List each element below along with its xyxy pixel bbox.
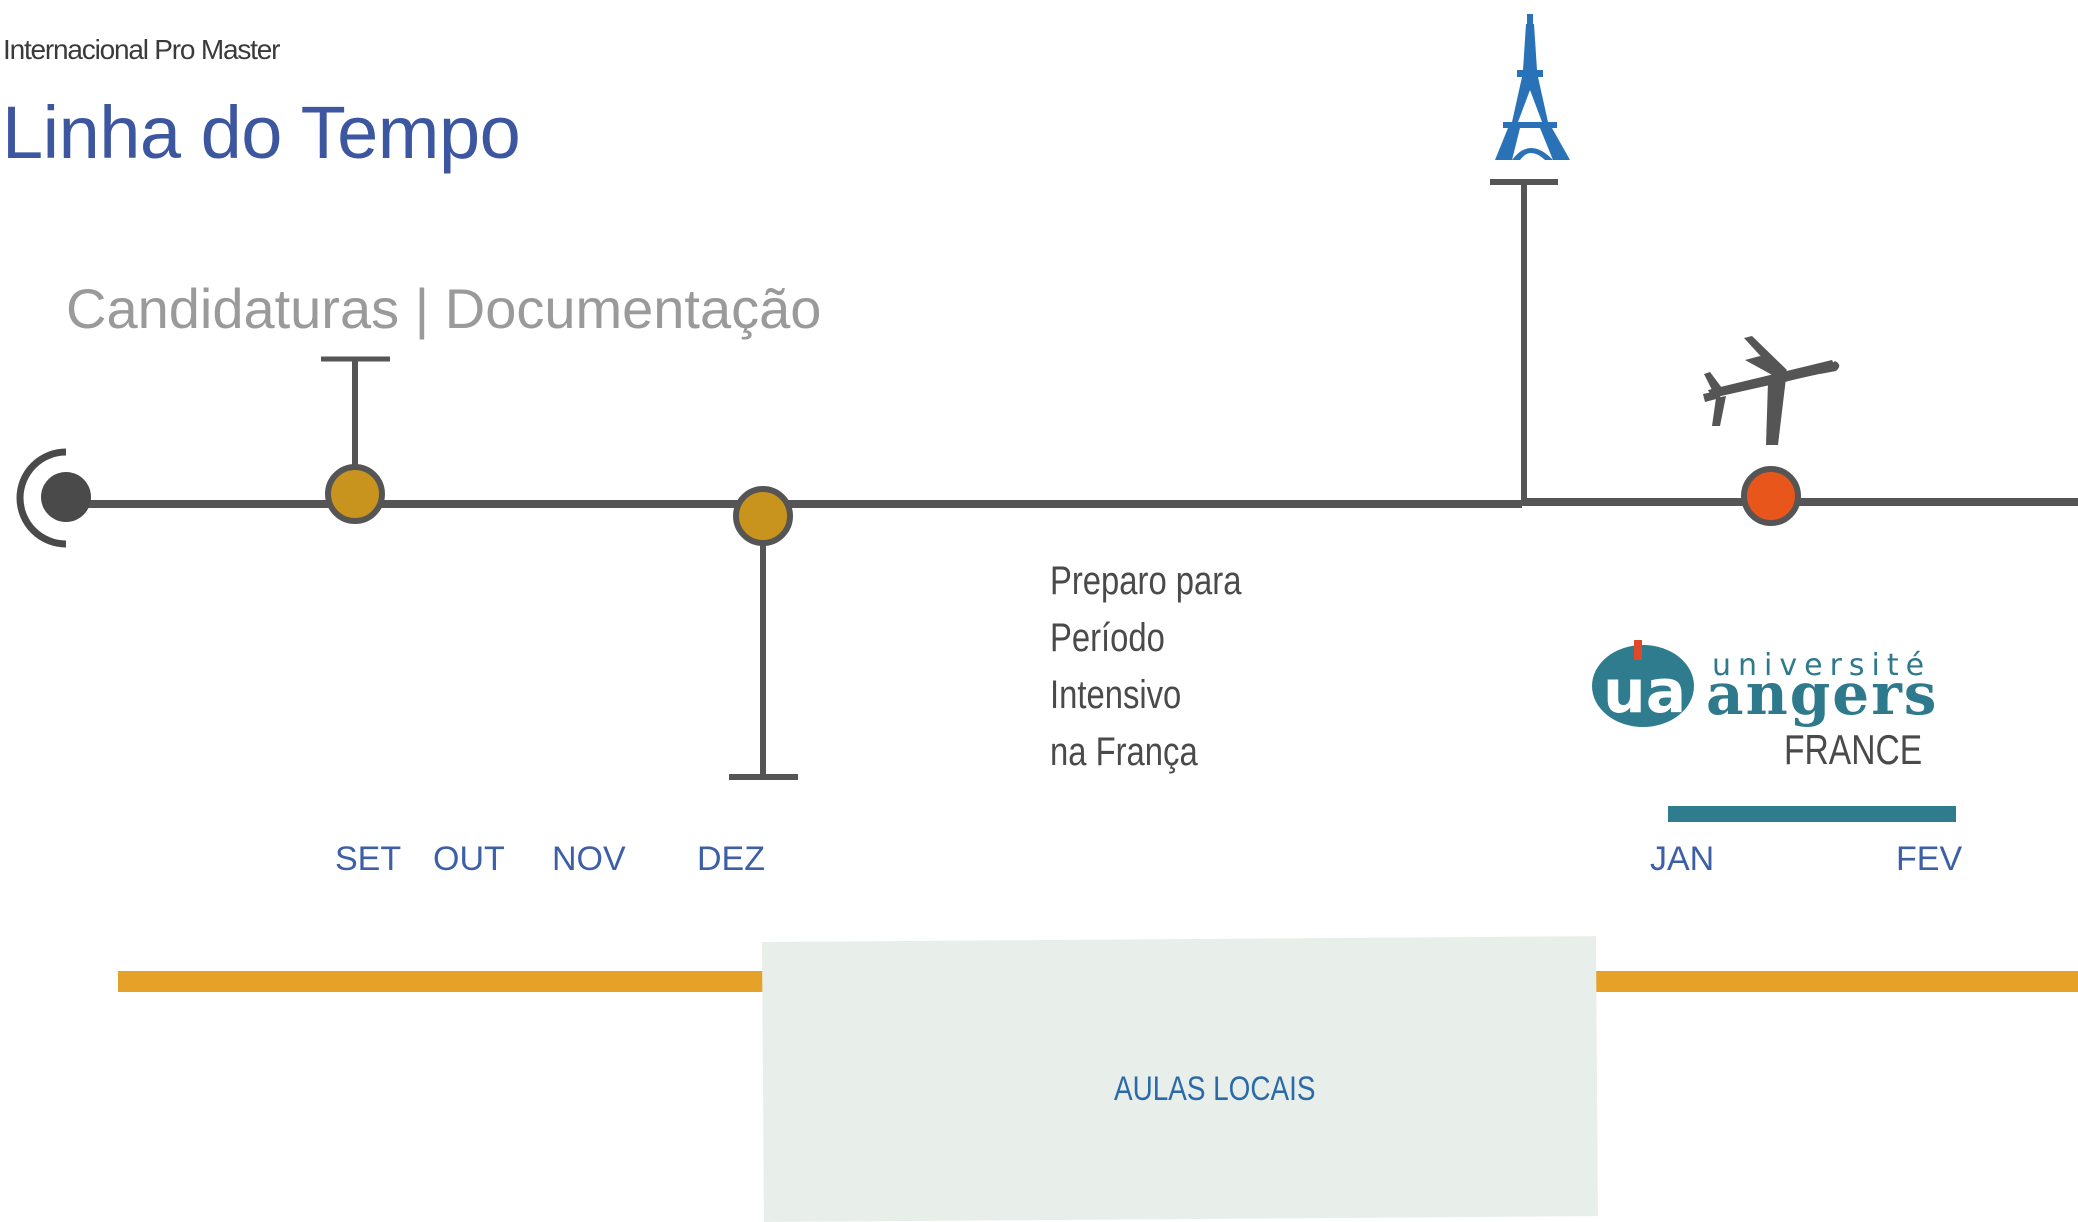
preparation-line: na França bbox=[1050, 730, 1198, 774]
milestone-set bbox=[321, 356, 390, 524]
start-marker bbox=[16, 448, 91, 548]
brand-name: Internacional Pro Master bbox=[3, 34, 280, 65]
svg-text:ua: ua bbox=[1603, 657, 1686, 727]
eiffel-tower-icon bbox=[1495, 14, 1570, 160]
month-label-nov: NOV bbox=[552, 840, 626, 878]
milestone-arrival bbox=[1741, 466, 1801, 526]
france-period-bar bbox=[1668, 806, 1956, 822]
preparation-line: Preparo para bbox=[1050, 559, 1242, 603]
airplane-icon bbox=[1703, 336, 1840, 445]
local-classes-label: AULAS LOCAIS bbox=[1114, 1070, 1316, 1108]
university-word-small: université bbox=[1712, 648, 1932, 683]
university-word-big: angers bbox=[1706, 660, 1939, 728]
month-label-jan: JAN bbox=[1650, 840, 1715, 878]
local-period-bar-left bbox=[118, 971, 764, 992]
preparation-line: Período bbox=[1050, 616, 1165, 660]
preparation-line: Intensivo bbox=[1050, 673, 1182, 717]
university-country: FRANCE bbox=[1784, 726, 1923, 773]
month-label-out: OUT bbox=[433, 840, 505, 878]
month-label-dez: DEZ bbox=[697, 840, 765, 878]
section-title: Candidaturas | Documentação bbox=[66, 277, 822, 340]
month-label-set: SET bbox=[335, 840, 402, 878]
page-title: Linha do Tempo bbox=[2, 91, 521, 174]
local-period-bar-right bbox=[1594, 971, 2078, 992]
preparation-text: Preparo para Período Intensivo na França bbox=[1050, 553, 1283, 781]
milestone-eiffel bbox=[1490, 179, 1558, 500]
milestone-dez bbox=[729, 486, 798, 780]
ua-logo-icon: ua bbox=[1592, 640, 1694, 727]
month-label-fev: FEV bbox=[1896, 840, 1963, 878]
